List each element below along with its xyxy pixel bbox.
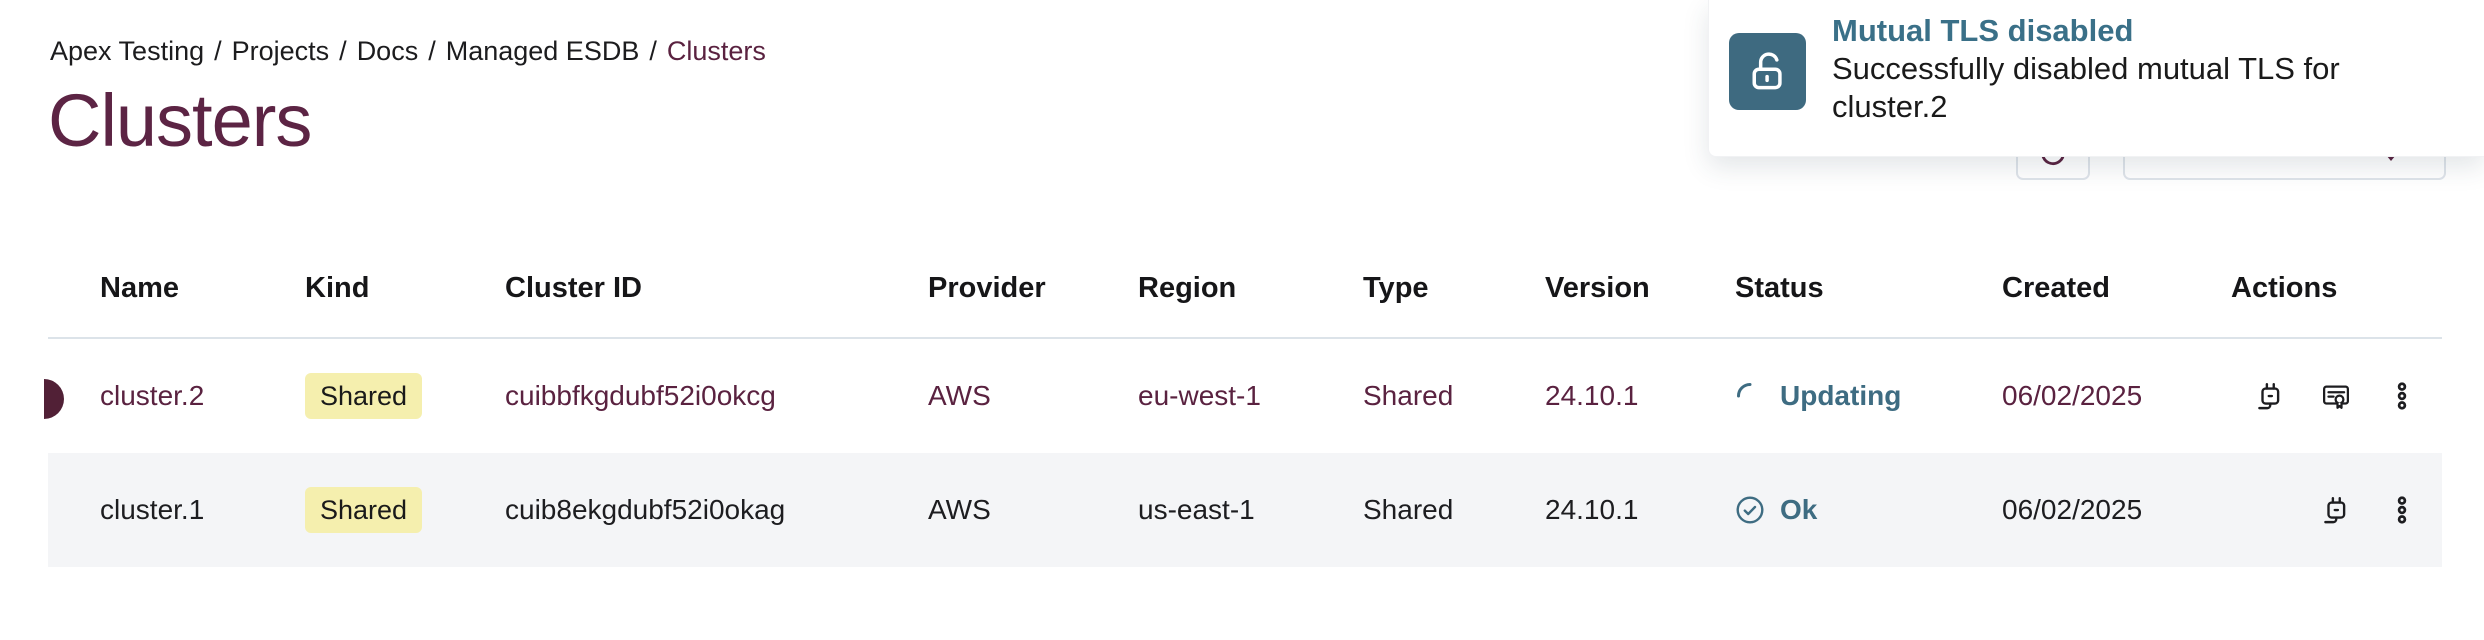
- column-header-kind: Kind: [305, 272, 370, 304]
- status-badge: Updating: [1735, 380, 2002, 412]
- table-row-cluster-1[interactable]: cluster.1 Shared cuib8ekgdubf52i0okag AW…: [48, 453, 2442, 567]
- check-circle-icon: [1736, 496, 1764, 524]
- type-value: Shared: [1363, 494, 1454, 525]
- status-label: Updating: [1780, 380, 1902, 411]
- breadcrumb: Apex Testing / Projects / Docs / Managed ESDB /…: [50, 36, 766, 67]
- created-value: 06/02/2025: [2002, 494, 2143, 525]
- toast-title: Mutual TLS disabled: [1832, 13, 2134, 48]
- row-actions: [2231, 492, 2442, 528]
- status-label: Ok: [1780, 494, 1818, 525]
- connect-icon[interactable]: [2321, 492, 2351, 528]
- cluster-name-link[interactable]: cluster.2: [100, 380, 205, 411]
- toast-notification[interactable]: Mutual TLS disabled Successfully disable…: [1708, 0, 2484, 157]
- breadcrumb-separator: /: [649, 36, 657, 66]
- type-value: Shared: [1363, 380, 1454, 411]
- column-header-actions: Actions: [2231, 272, 2338, 304]
- unlock-icon: [1729, 33, 1806, 110]
- clusters-table: Name Kind Cluster ID Provider Region Typ…: [48, 240, 2442, 567]
- column-header-cluster-id: Cluster ID: [505, 272, 642, 304]
- breadcrumb-item-projects[interactable]: Projects: [231, 36, 330, 66]
- table-header-row: Name Kind Cluster ID Provider Region Typ…: [48, 240, 2442, 339]
- breadcrumb-item-docs[interactable]: Docs: [356, 36, 419, 66]
- row-actions: [2231, 378, 2442, 414]
- breadcrumb-separator: /: [214, 36, 222, 66]
- cluster-id-value: cuibbfkgdubf52i0okcg: [505, 380, 776, 411]
- kind-badge: Shared: [305, 486, 423, 534]
- region-value: eu-west-1: [1138, 380, 1261, 411]
- certificate-icon[interactable]: [2321, 378, 2351, 414]
- breadcrumb-item-clusters[interactable]: Clusters: [666, 36, 766, 66]
- provider-value: AWS: [928, 494, 991, 525]
- region-value: us-east-1: [1138, 494, 1255, 525]
- provider-value: AWS: [928, 380, 991, 411]
- kebab-menu-icon[interactable]: [2387, 492, 2417, 528]
- status-badge: Ok: [1735, 494, 2002, 526]
- active-row-marker: [44, 379, 64, 419]
- cluster-name-link[interactable]: cluster.1: [100, 494, 205, 525]
- version-value: 24.10.1: [1545, 494, 1639, 525]
- toast-message: Successfully disabled mutual TLS for clu…: [1832, 51, 2340, 124]
- column-header-version: Version: [1545, 272, 1650, 304]
- breadcrumb-item-managed-esdb[interactable]: Managed ESDB: [445, 36, 640, 66]
- spinner-icon: [1737, 383, 1752, 398]
- table-row-cluster-2[interactable]: cluster.2 Shared cuibbfkgdubf52i0okcg AW…: [48, 339, 2442, 453]
- column-header-type: Type: [1363, 272, 1429, 304]
- column-header-created: Created: [2002, 272, 2110, 304]
- created-value: 06/02/2025: [2002, 380, 2143, 411]
- cluster-id-value: cuib8ekgdubf52i0okag: [505, 494, 786, 525]
- breadcrumb-separator: /: [428, 36, 436, 66]
- column-header-region: Region: [1138, 272, 1237, 304]
- version-value: 24.10.1: [1545, 380, 1639, 411]
- column-header-status: Status: [1735, 272, 1824, 304]
- breadcrumb-separator: /: [339, 36, 347, 66]
- page-title: Clusters: [48, 79, 312, 162]
- column-header-name: Name: [100, 272, 179, 304]
- column-header-provider: Provider: [928, 272, 1046, 304]
- kebab-menu-icon[interactable]: [2387, 378, 2417, 414]
- connect-icon[interactable]: [2255, 378, 2285, 414]
- breadcrumb-item-apex-testing[interactable]: Apex Testing: [50, 36, 205, 66]
- toast-content: Mutual TLS disabled Successfully disable…: [1832, 12, 2452, 126]
- kind-badge: Shared: [305, 372, 423, 420]
